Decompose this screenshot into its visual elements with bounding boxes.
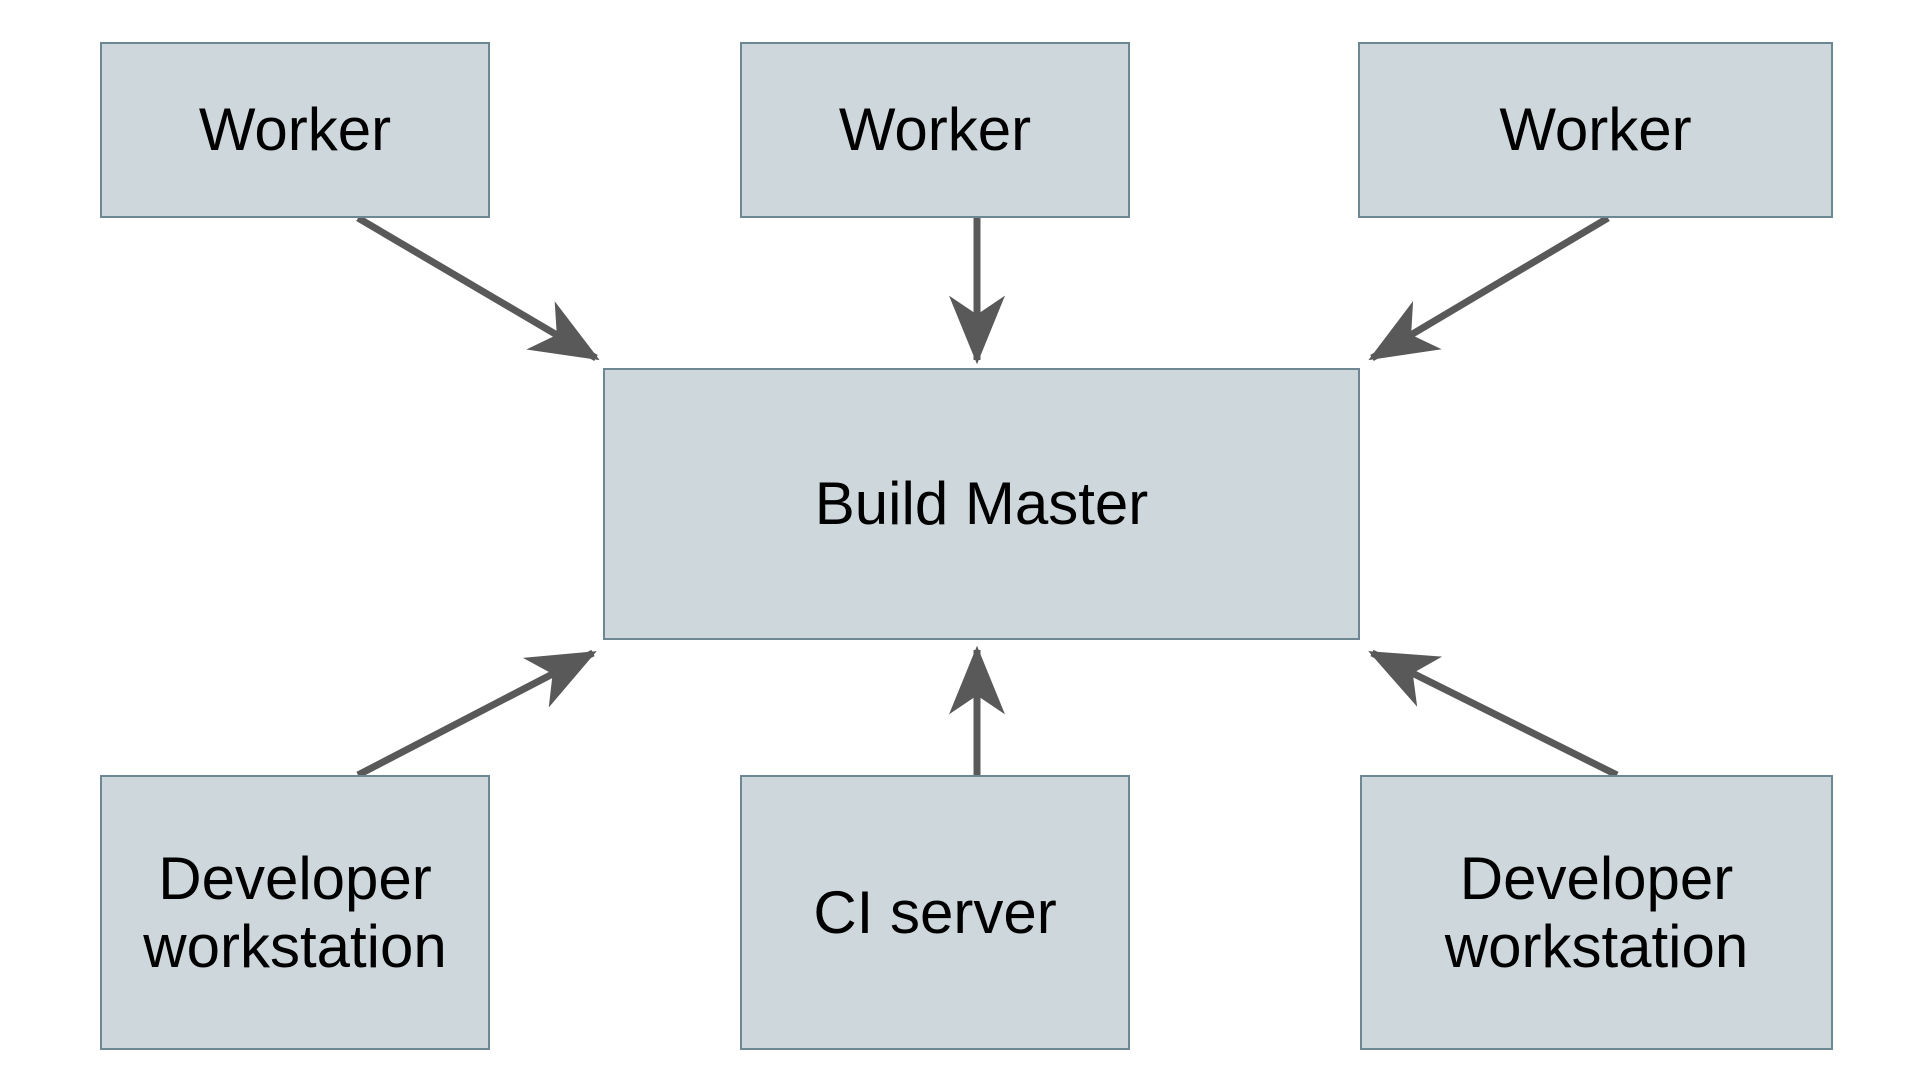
- node-worker-1-label: Worker: [198, 96, 392, 164]
- node-developer-workstation-right-label: Developer workstation: [1444, 845, 1749, 980]
- node-developer-workstation-left-label: Developer workstation: [143, 845, 447, 980]
- node-worker-1[interactable]: Worker: [100, 42, 490, 218]
- node-developer-workstation-right[interactable]: Developer workstation: [1360, 775, 1833, 1050]
- edge-worker-1-to-build-master: [356, 214, 600, 362]
- edge-worker-3-to-build-master: [1368, 214, 1610, 362]
- node-worker-3[interactable]: Worker: [1358, 42, 1833, 218]
- edge-dev-1-to-build-master: [356, 649, 597, 779]
- node-worker-3-label: Worker: [1499, 96, 1692, 164]
- node-ci-server-label: CI server: [813, 878, 1057, 946]
- node-build-master-label: Build Master: [814, 470, 1149, 538]
- node-ci-server[interactable]: CI server: [740, 775, 1130, 1050]
- node-developer-workstation-left[interactable]: Developer workstation: [100, 775, 490, 1050]
- node-worker-2-label: Worker: [838, 96, 1032, 164]
- node-worker-2[interactable]: Worker: [740, 42, 1130, 218]
- node-build-master[interactable]: Build Master: [603, 368, 1360, 640]
- edge-dev-2-to-build-master: [1368, 649, 1619, 779]
